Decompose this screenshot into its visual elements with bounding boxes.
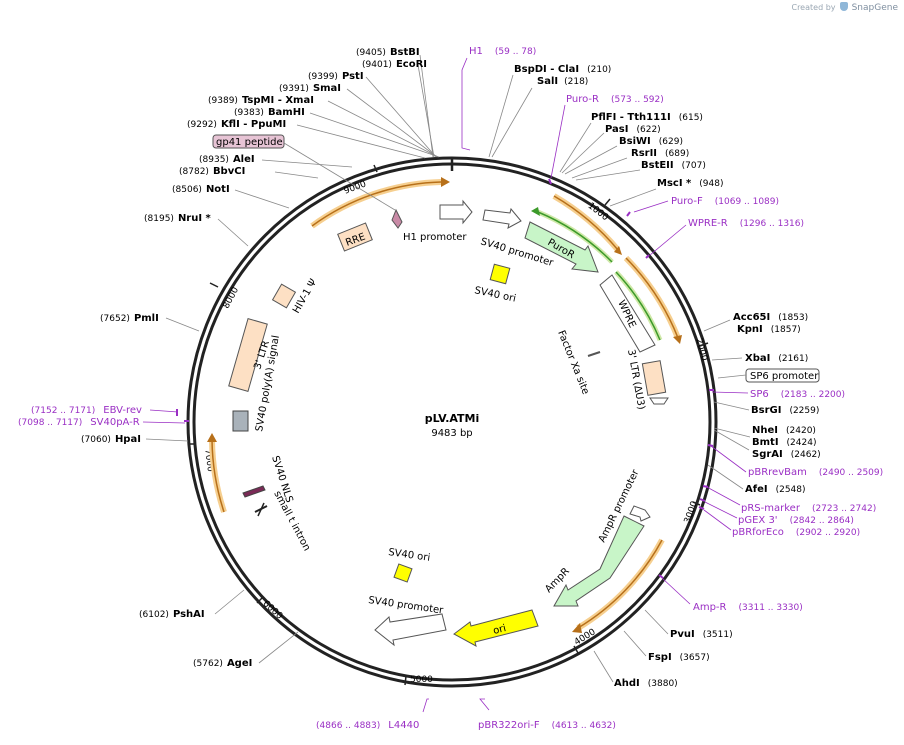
site-bbvci: (8782)BbvCI: [179, 166, 245, 177]
sv40-polya-box: [232, 410, 249, 432]
primer-ebv-rev: (7152 .. 7171)EBV-rev: [31, 405, 142, 416]
gp41-peptide-box: [212, 134, 285, 149]
ltr-au3-tail: [649, 397, 669, 405]
site-bsrgi: BsrGI(2259): [751, 405, 819, 416]
site-nhei: NheI(2420): [752, 425, 816, 436]
site-kpni: KpnI(1857): [737, 324, 801, 335]
tick-label-5000: 5000: [410, 675, 433, 685]
primer-pbr322ori-f: pBR322ori-F(4613 .. 4632): [478, 720, 616, 731]
sp6-promoter-box: [745, 368, 820, 383]
primer-h1: H1(59 .. 78): [469, 46, 536, 57]
primer-prs-marker: pRS-marker(2723 .. 2742): [741, 503, 876, 514]
sv40-promoter-top-arrow: [482, 207, 522, 229]
primer-l4440: (4866 .. 4883)L4440: [316, 720, 419, 731]
site-sgrai: SgrAI(2462): [752, 449, 821, 460]
primer-amp-r: Amp-R(3311 .. 3330): [693, 602, 803, 613]
site-xbai: XbaI(2161): [745, 353, 808, 364]
primer-sp6: SP6(2183 .. 2200): [750, 389, 845, 400]
primer-pbrforeco: pBRforEco(2902 .. 2920): [732, 527, 860, 538]
orf-arrows: [207, 177, 682, 633]
primer-ticks: [176, 178, 714, 579]
primer-wpre-r: WPRE-R(1296 .. 1316): [688, 218, 804, 229]
site-msci: MscI *(948): [657, 178, 723, 189]
ampr-promoter-arrow: [629, 505, 651, 522]
primer-leaders: [142, 57, 749, 713]
credit-prefix: Created by: [791, 3, 836, 12]
sv40-promoter-bottom-arrow: [374, 613, 447, 647]
tick-label-6000: 6000: [260, 599, 284, 622]
site-hpai: (7060)HpaI: [81, 434, 141, 445]
plasmid-length: 9483 bp: [431, 428, 472, 439]
site-pmli: (7652)PmlI: [100, 313, 159, 324]
rre-feature: [337, 222, 373, 252]
site-rsrii: RsrII(689): [631, 148, 689, 159]
gp41-peptide-label: gp41 peptide: [216, 137, 283, 148]
site-kfli-ppumi: (9292)KflI - PpuMI: [187, 119, 286, 130]
primer-pgex-3: pGEX 3'(2842 .. 2864): [738, 515, 854, 526]
h1-promoter-arrow: [439, 199, 473, 225]
hiv-psi-label: HIV-1 Ψ: [291, 277, 319, 315]
site-afei: AfeI(2548): [745, 484, 806, 495]
site-fspi: FspI(3657): [648, 652, 710, 663]
factor-xa-label: Factor Xa site: [555, 329, 591, 396]
site-bstbi: (9405)BstBI: [356, 47, 420, 58]
site-psti: (9399)PstI: [308, 71, 364, 82]
primer-sv40pa-r: (7098 .. 7117)SV40pA-R: [18, 417, 140, 428]
sv40-ori-bottom-label: SV40 ori: [388, 547, 431, 564]
site-bspdi-clai: BspDI - ClaI(210): [514, 64, 611, 75]
snapgene-logo-icon: [840, 2, 849, 11]
site-alei: (8935)AleI: [199, 154, 255, 165]
site-smai: (9391)SmaI: [279, 83, 341, 94]
snapgene-credit: Created by SnapGene: [791, 2, 898, 13]
h1-promoter-label: H1 promoter: [403, 232, 467, 243]
sv40-ori-top-box: [489, 263, 511, 285]
site-nrui: (8195)NruI *: [144, 213, 212, 224]
site-pvui: PvuI(3511): [670, 629, 733, 640]
site-bsteii: BstEII(707): [641, 160, 706, 171]
site-pflfi-tth111i: PflFI - Tth111I(615): [591, 112, 703, 123]
primer-pbrrevbam: pBRrevBam(2490 .. 2509): [748, 467, 883, 478]
ltr-au3-feature: [641, 360, 667, 396]
plasmid-name: pLV.ATMi: [425, 412, 480, 425]
site-labels: (9405)BstBI (9401)EcoRI (9399)PstI (9391…: [81, 47, 821, 689]
sv40-ori-bottom-box: [393, 563, 413, 583]
sv40-nls-mark: [242, 485, 266, 498]
sv40-ori-top-label: SV40 ori: [473, 285, 516, 305]
wpre-feature: [599, 274, 656, 353]
sv40-promoter-bottom-label: SV40 promoter: [368, 595, 445, 617]
site-bmti: BmtI(2424): [752, 437, 816, 448]
tick-label-2000: 2000: [693, 337, 709, 362]
gp41-mark: [391, 208, 403, 229]
site-noti: (8506)NotI: [172, 184, 230, 195]
site-acc65i: Acc65I(1853): [733, 312, 808, 323]
ori-feature: [453, 609, 539, 647]
ori-label: ori: [492, 623, 507, 637]
ltr3-feature: [228, 317, 268, 393]
boxed-labels: SP6 promoter gp41 peptide: [212, 134, 820, 383]
feature-shapes: [228, 199, 669, 647]
site-bamhi: (9383)BamHI: [234, 107, 305, 118]
ampr-feature: [553, 515, 645, 607]
site-agei: (5762)AgeI: [193, 658, 252, 669]
primer-puro-r: Puro-R(573 .. 592): [566, 94, 664, 105]
ltr-au3-label: 3' LTR (ΔU3): [625, 349, 646, 411]
site-ahdi: AhdI(3880): [614, 678, 678, 689]
site-leaders: [145, 54, 751, 683]
sp6-promoter-label: SP6 promoter: [750, 371, 819, 382]
site-ecori: (9401)EcoRI: [362, 59, 427, 70]
site-pasi: PasI(622): [605, 124, 661, 135]
factor-xa-mark: [587, 351, 601, 357]
credit-brand: SnapGene: [851, 3, 898, 13]
site-pshai: (6102)PshAI: [139, 609, 205, 620]
hiv-psi-feature: [271, 283, 297, 309]
puror-feature: [524, 221, 599, 273]
site-bsiwi: BsiWI(629): [619, 136, 683, 147]
site-sali: SalI(218): [537, 76, 588, 87]
primer-labels: H1(59 .. 78) Puro-R(573 .. 592) Puro-F(1…: [18, 46, 883, 731]
site-tspmi-xmai: (9389)TspMI - XmaI: [208, 95, 314, 106]
primer-puro-f: Puro-F(1069 .. 1089): [671, 196, 779, 207]
